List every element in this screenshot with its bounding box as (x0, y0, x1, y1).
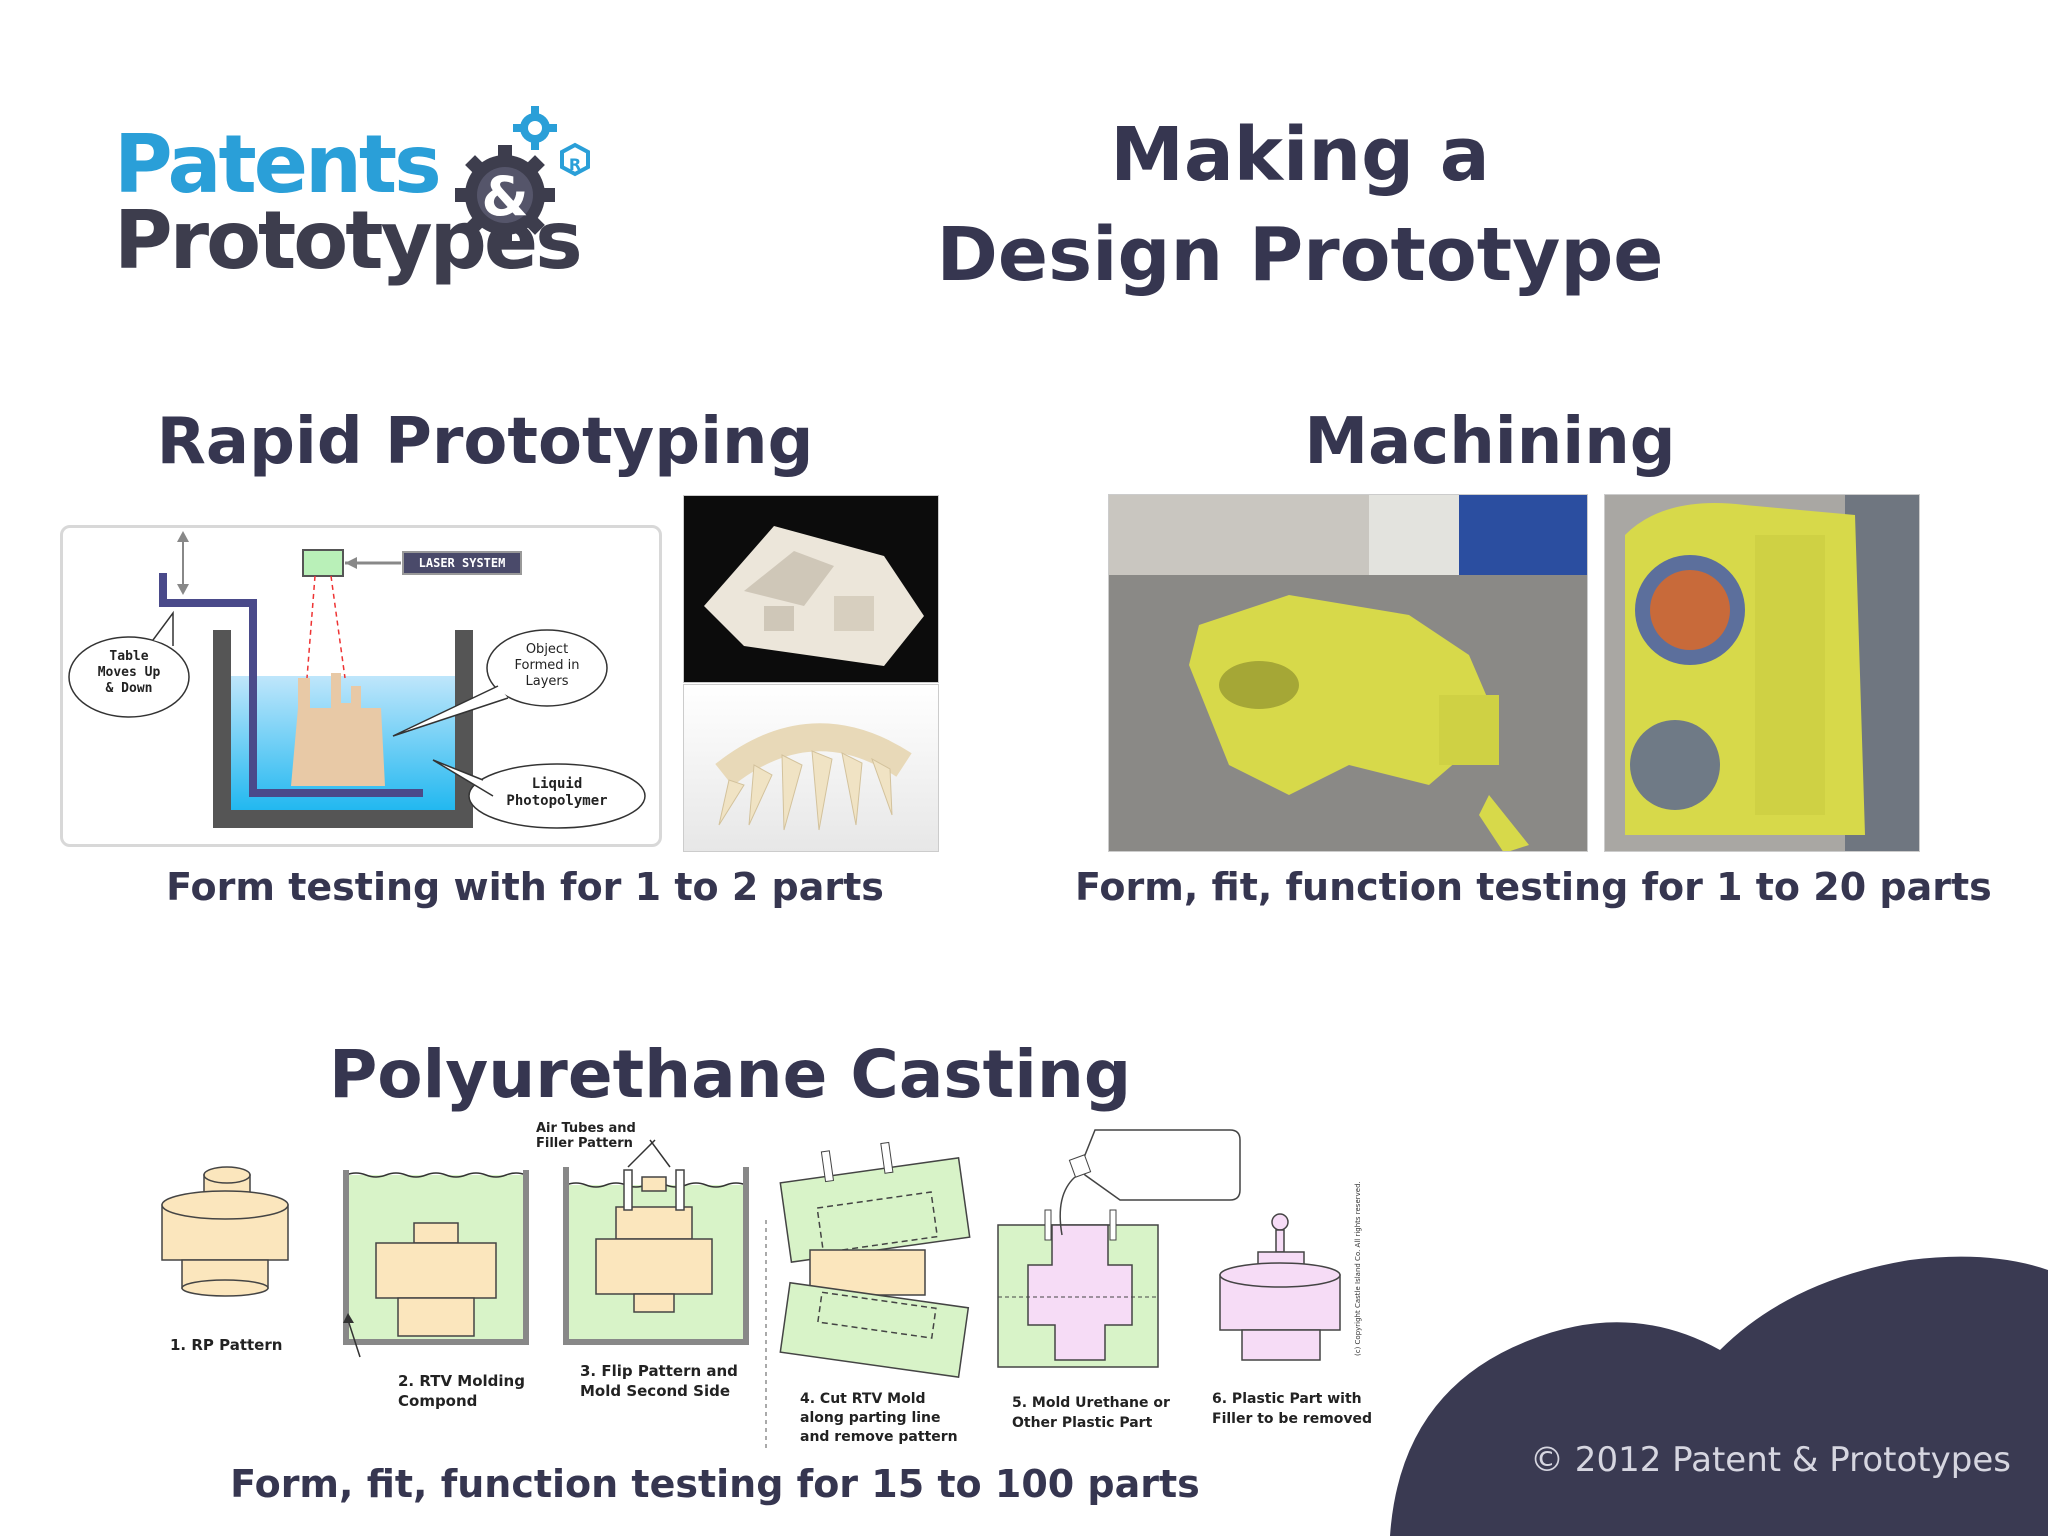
logo-ampersand: & (475, 165, 535, 228)
step6-plastic-part (1220, 1214, 1340, 1360)
rp-part-photo-top (683, 495, 939, 683)
machining-photo-floor (1108, 494, 1588, 852)
step2-rtv-mold (343, 1170, 526, 1357)
rapid-prototyping-caption: Form testing with for 1 to 2 parts (150, 865, 900, 909)
step-2-label: 2. RTV Molding Compond (398, 1371, 558, 1411)
machining-heading: Machining (1200, 405, 1780, 479)
logo: Patents Prototypes (110, 70, 600, 290)
step-6-label: 6. Plastic Part with Filler to be remove… (1212, 1389, 1392, 1429)
casting-diagram-drawing (150, 1125, 1380, 1450)
title-line-2: Design Prototype (800, 212, 1800, 298)
machining-photo-upright (1604, 494, 1920, 852)
registered-mark: R (561, 155, 589, 174)
rp-part-photo-bottom (683, 684, 939, 852)
step5-mold-urethane (998, 1130, 1240, 1367)
title-line-1: Making a (800, 112, 1800, 198)
table-moves-label: Table Moves Up & Down (69, 649, 189, 697)
footer-blob (1390, 1250, 2048, 1536)
rapid-prototyping-heading: Rapid Prototyping (150, 405, 820, 479)
liquid-photopolymer-label: Liquid Photopolymer (469, 776, 645, 810)
casting-heading: Polyurethane Casting (290, 1036, 1170, 1113)
laser-system-label: LASER SYSTEM (403, 552, 521, 574)
small-gear-icon (513, 106, 557, 150)
step3-flip-pattern (566, 1140, 766, 1450)
casting-caption: Form, fit, function testing for 15 to 10… (200, 1462, 1230, 1506)
step-3-label: 3. Flip Pattern and Mold Second Side (580, 1361, 770, 1401)
step-4-label: 4. Cut RTV Mold along parting line and r… (800, 1390, 980, 1447)
step4-cut-mold (777, 1133, 970, 1377)
step-5-label: 5. Mold Urethane or Other Plastic Part (1012, 1393, 1192, 1433)
air-tubes-label: Air Tubes and Filler Pattern (536, 1121, 696, 1151)
footer-copyright: © 2012 Patent & Prototypes (1530, 1440, 2010, 1480)
machining-caption: Form, fit, function testing for 1 to 20 … (1075, 865, 1975, 909)
casting-copyright-vertical: (c) Copyright Castle Island Co. All righ… (1354, 1146, 1366, 1356)
sla-diagram: LASER SYSTEM Table Moves Up & Down Objec… (60, 525, 662, 847)
object-formed-label: Object Formed in Layers (487, 642, 607, 690)
casting-diagram: Air Tubes and Filler Pattern 1. RP Patte… (150, 1125, 1380, 1450)
step-1-label: 1. RP Pattern (170, 1335, 310, 1355)
step1-rp-pattern (162, 1167, 288, 1296)
